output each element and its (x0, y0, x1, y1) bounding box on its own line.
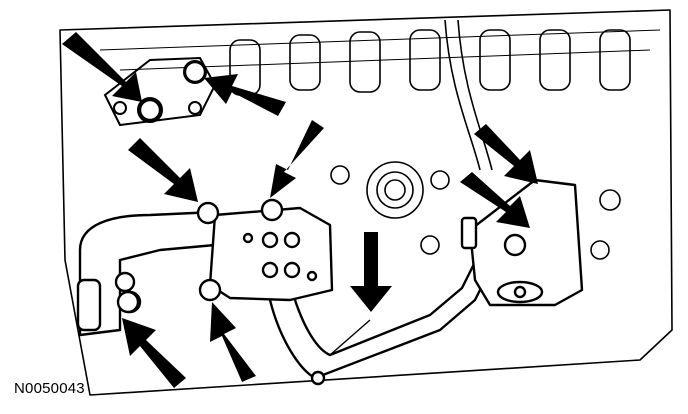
arrow-upper-bracket-bolt (204, 74, 286, 116)
bolt-lower-center (198, 278, 222, 302)
flange-plate (208, 206, 334, 302)
engine-block-outline (59, 9, 673, 396)
arrow-left-flange-bolt (128, 138, 198, 202)
right-housing (460, 178, 584, 307)
arrow-center-flange-bolt (270, 120, 324, 198)
bolt-upper-left (138, 98, 162, 122)
arrow-right-upper-bolt (474, 124, 538, 184)
figure-id-label: N0050043 (14, 380, 85, 397)
arrow-lower-center-bolt (210, 302, 256, 382)
water-outlet-elbow (76, 210, 217, 337)
arrow-lower-left-bolt (122, 318, 186, 388)
arrow-crossover-pipe (350, 232, 392, 312)
arrow-right-lower-bolt (460, 172, 530, 228)
crossover-pipe (268, 261, 492, 386)
bolt-center-flange (260, 198, 284, 222)
arrow-upper-left-bolt (62, 32, 142, 102)
bolt-upper-bracket (183, 60, 207, 84)
bolt-lower-left (116, 290, 140, 314)
bolt-left-flange (196, 201, 220, 225)
callout-arrows (62, 32, 538, 388)
